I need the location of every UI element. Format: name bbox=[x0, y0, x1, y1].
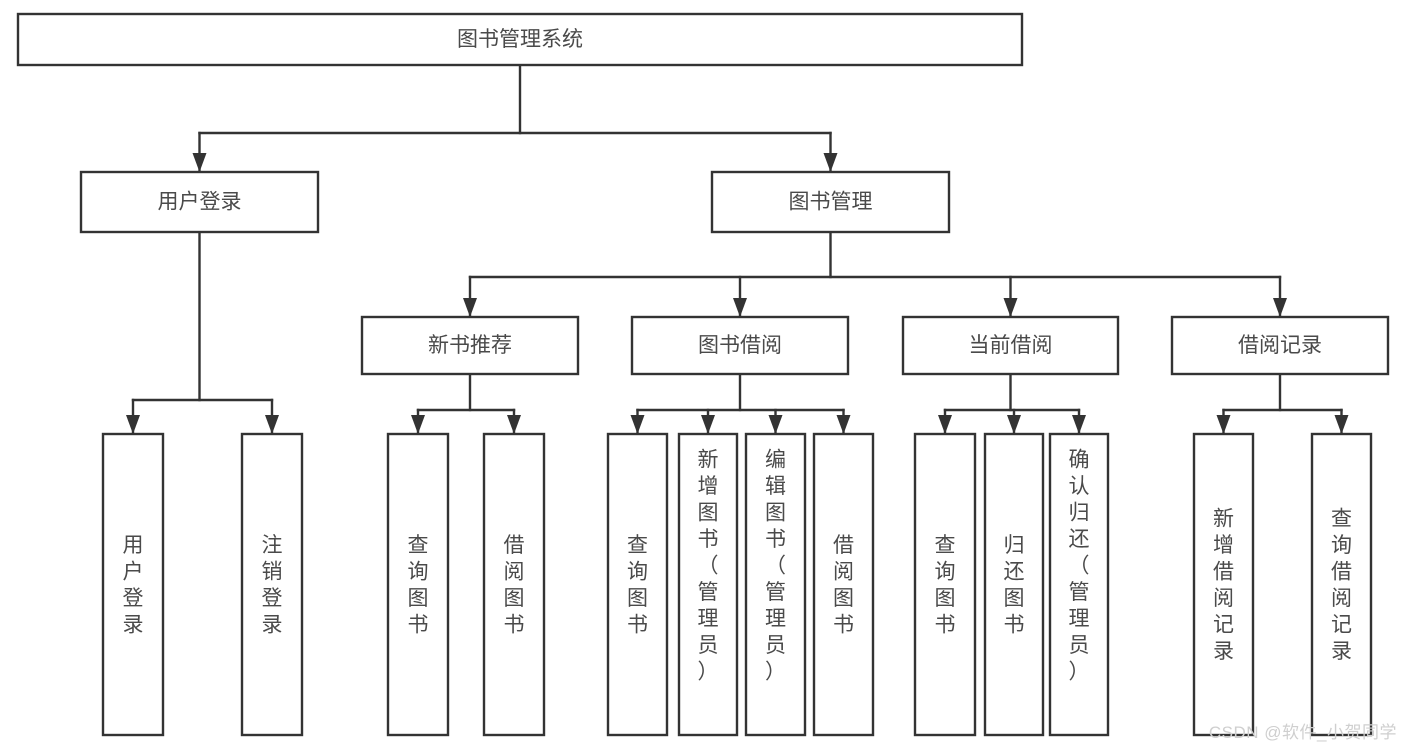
edge-group-l3_book_borrow bbox=[630, 372, 851, 435]
node-label: 借阅图书 bbox=[833, 534, 854, 637]
node-box[interactable] bbox=[482, 432, 546, 737]
node-label: 注销登录 bbox=[262, 534, 283, 637]
node-box[interactable] bbox=[606, 432, 669, 737]
node-leaf-borrow-book-1[interactable]: 借阅图书 bbox=[482, 432, 546, 737]
node-l3-borrow-record[interactable]: 借阅记录 bbox=[1170, 315, 1390, 376]
node-leaf-edit-book[interactable]: 编辑图书（管理员） bbox=[744, 432, 807, 737]
node-label: 编辑图书（管理员） bbox=[765, 448, 786, 683]
edge-arrowhead bbox=[768, 415, 783, 434]
node-l3-book-borrow[interactable]: 图书借阅 bbox=[630, 315, 850, 376]
node-leaf-query-book-2[interactable]: 查询图书 bbox=[606, 432, 669, 737]
node-box[interactable] bbox=[1192, 432, 1255, 737]
node-leaf-borrow-book-2[interactable]: 借阅图书 bbox=[812, 432, 875, 737]
edge-arrowhead bbox=[1273, 298, 1287, 317]
node-box[interactable] bbox=[710, 170, 951, 234]
edge-group-l2_book_mgmt bbox=[463, 230, 1287, 318]
node-label: 查询借阅记录 bbox=[1331, 507, 1352, 663]
node-box[interactable] bbox=[983, 432, 1045, 737]
edge-arrowhead bbox=[701, 415, 715, 434]
edge-arrowhead bbox=[630, 415, 645, 434]
node-box[interactable] bbox=[677, 432, 739, 737]
node-label: 确认归还（管理员） bbox=[1069, 448, 1090, 683]
node-box[interactable] bbox=[79, 170, 320, 234]
edge-arrowhead bbox=[463, 298, 477, 317]
node-label: 归还图书 bbox=[1004, 534, 1025, 637]
edge-arrowhead bbox=[1216, 415, 1231, 434]
node-leaf-return-book[interactable]: 归还图书 bbox=[983, 432, 1045, 737]
edge-group-l3_borrow_record bbox=[1216, 372, 1349, 435]
node-box[interactable] bbox=[386, 432, 450, 737]
node-label: 新书推荐 bbox=[428, 334, 512, 357]
node-l2-user-login[interactable]: 用户登录 bbox=[79, 170, 320, 234]
node-label: 当前借阅 bbox=[969, 334, 1053, 357]
edge-arrowhead bbox=[836, 415, 851, 434]
edge-group-l3_current_borrow bbox=[938, 372, 1086, 435]
node-leaf-user-login[interactable]: 用户登录 bbox=[101, 432, 165, 737]
nodes-layer: 图书管理系统用户登录图书管理新书推荐图书借阅当前借阅借阅记录用户登录注销登录查询… bbox=[16, 12, 1390, 737]
edge-arrowhead bbox=[507, 415, 521, 434]
edge-arrowhead bbox=[265, 415, 279, 434]
node-leaf-query-book-3[interactable]: 查询图书 bbox=[913, 432, 977, 737]
edge-arrowhead bbox=[1003, 298, 1018, 317]
node-box[interactable] bbox=[1048, 432, 1110, 737]
node-box[interactable] bbox=[101, 432, 165, 737]
edge-arrowhead bbox=[938, 415, 952, 434]
node-label: 图书管理 bbox=[789, 191, 873, 214]
node-leaf-query-book-1[interactable]: 查询图书 bbox=[386, 432, 450, 737]
edge-arrowhead bbox=[411, 415, 425, 434]
edge-arrowhead bbox=[1334, 415, 1349, 434]
node-box[interactable] bbox=[812, 432, 875, 737]
node-leaf-logout[interactable]: 注销登录 bbox=[240, 432, 304, 737]
node-box[interactable] bbox=[744, 432, 807, 737]
edge-group-l2_user_login bbox=[126, 230, 279, 435]
node-label: 借阅图书 bbox=[504, 534, 525, 637]
node-leaf-add-book[interactable]: 新增图书（管理员） bbox=[677, 432, 739, 737]
node-box[interactable] bbox=[913, 432, 977, 737]
edge-arrowhead bbox=[733, 298, 747, 317]
edge-arrowhead bbox=[192, 153, 207, 172]
node-box[interactable] bbox=[1170, 315, 1390, 376]
node-label: 用户登录 bbox=[158, 191, 242, 214]
node-box[interactable] bbox=[240, 432, 304, 737]
node-label: 图书管理系统 bbox=[457, 28, 583, 51]
node-label: 查询图书 bbox=[627, 534, 648, 637]
node-box[interactable] bbox=[360, 315, 580, 376]
node-label: 查询图书 bbox=[408, 534, 429, 637]
edge-arrowhead bbox=[1072, 415, 1086, 434]
node-box[interactable] bbox=[1310, 432, 1373, 737]
node-box[interactable] bbox=[901, 315, 1120, 376]
node-label: 用户登录 bbox=[123, 534, 144, 637]
node-l3-new-book-rec[interactable]: 新书推荐 bbox=[360, 315, 580, 376]
edge-arrowhead bbox=[1007, 415, 1021, 434]
node-label: 新增借阅记录 bbox=[1213, 507, 1234, 663]
edges-layer bbox=[126, 63, 1349, 435]
node-label: 图书借阅 bbox=[698, 334, 782, 357]
node-root[interactable]: 图书管理系统 bbox=[16, 12, 1024, 67]
node-leaf-query-record[interactable]: 查询借阅记录 bbox=[1310, 432, 1373, 737]
node-l2-book-mgmt[interactable]: 图书管理 bbox=[710, 170, 951, 234]
node-leaf-add-record[interactable]: 新增借阅记录 bbox=[1192, 432, 1255, 737]
edge-arrowhead bbox=[126, 415, 140, 434]
edge-group-root bbox=[192, 63, 838, 173]
node-label: 查询图书 bbox=[935, 534, 956, 637]
node-box[interactable] bbox=[630, 315, 850, 376]
node-box[interactable] bbox=[16, 12, 1024, 67]
edge-group-l3_new_book_rec bbox=[411, 372, 521, 435]
edge-arrowhead bbox=[823, 153, 838, 172]
node-label: 借阅记录 bbox=[1238, 334, 1322, 357]
node-leaf-confirm-return[interactable]: 确认归还（管理员） bbox=[1048, 432, 1110, 737]
node-label: 新增图书（管理员） bbox=[698, 448, 719, 683]
node-l3-current-borrow[interactable]: 当前借阅 bbox=[901, 315, 1120, 376]
